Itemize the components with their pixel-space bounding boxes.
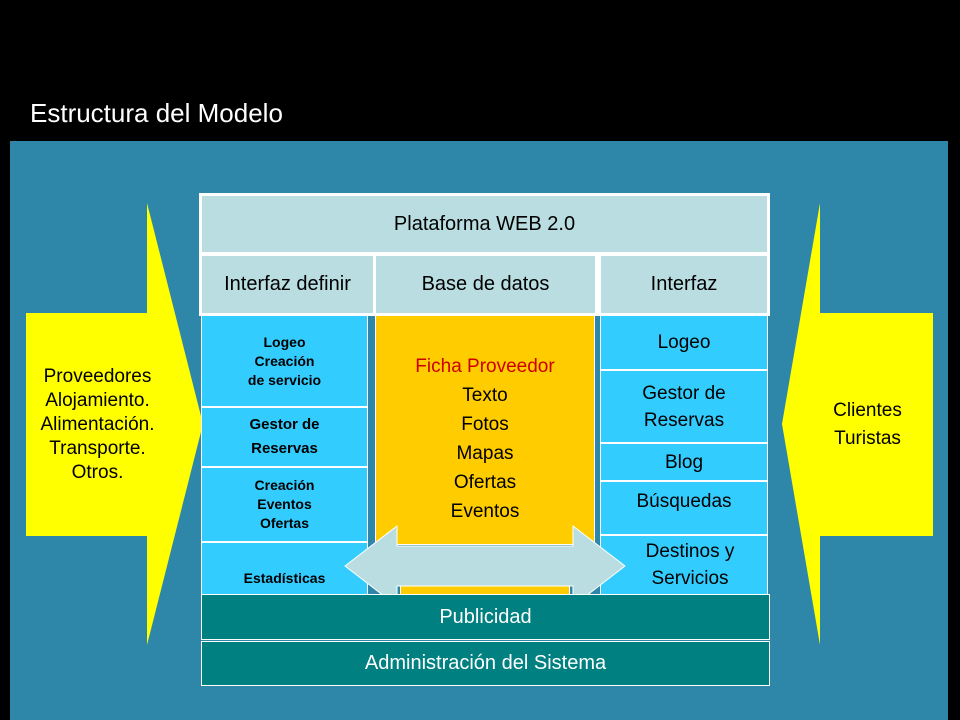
- left-arrow-line: Alojamiento.: [45, 389, 150, 411]
- right-cell-line: Logeo: [657, 332, 711, 353]
- right-cell-busquedas: Búsquedas: [600, 481, 768, 535]
- left-cell-line: Estadísticas: [243, 570, 326, 586]
- left-cell-estadisticas: Estadísticas: [201, 542, 368, 595]
- left-arrow-shape: [26, 203, 203, 645]
- left-cell-line: Reservas: [251, 440, 318, 457]
- page-title: Estructura del Modelo: [30, 98, 283, 128]
- ficha-item: Ofertas: [453, 472, 517, 493]
- ficha-item: Mapas: [456, 443, 514, 464]
- right-cell-destinos: Destinos y Servicios: [600, 535, 768, 595]
- left-cell-line: Creación: [254, 352, 315, 369]
- right-cell-line: Servicios: [651, 568, 729, 589]
- header-right: Interfaz: [598, 253, 770, 316]
- right-cell-gestor: Gestor de Reservas: [600, 370, 768, 443]
- double-arrow-icon: [344, 524, 626, 608]
- left-cell-line: Logeo: [263, 333, 306, 350]
- right-cell-line: Gestor de: [642, 382, 726, 404]
- left-arrow-line: Proveedores: [43, 365, 152, 387]
- right-cell-logeo: Logeo: [600, 315, 768, 370]
- right-cell-line: Blog: [664, 451, 704, 473]
- left-cell-line: Creación: [254, 477, 315, 493]
- ficha-proveedor-content: Ficha Proveedor Texto Fotos Mapas Oferta…: [375, 352, 595, 530]
- publicidad-bar: Publicidad: [201, 594, 770, 640]
- left-arrow-line: Otros.: [71, 461, 124, 483]
- right-cell-blog: Blog: [600, 443, 768, 481]
- right-cell-line: Destinos y: [645, 541, 735, 562]
- left-arrow-text: Proveedores Alojamiento. Alimentación. T…: [20, 352, 175, 497]
- right-cell-line: Búsquedas: [636, 491, 732, 512]
- left-cell-eventos: Creación Eventos Ofertas: [201, 467, 368, 542]
- left-cell-gestor: Gestor de Reservas: [201, 407, 368, 467]
- ficha-item: Texto: [462, 385, 508, 406]
- right-cell-line: Reservas: [643, 409, 725, 431]
- left-cell-line: de servicio: [247, 371, 322, 388]
- ficha-item: Fotos: [461, 414, 509, 435]
- left-cell-line: Eventos: [257, 496, 312, 512]
- left-cell-logeo: Logeo Creación de servicio: [201, 315, 368, 407]
- left-arrow-line: Transporte.: [49, 437, 146, 459]
- left-arrow-line: Alimentación.: [40, 413, 155, 435]
- admin-bar: Administración del Sistema: [201, 641, 770, 686]
- ficha-proveedor-box: [375, 315, 595, 545]
- left-cell-line: Ofertas: [259, 515, 310, 531]
- right-arrow-line: Clientes: [833, 400, 902, 421]
- header-center: Base de datos: [373, 253, 598, 316]
- right-arrow-shape: [782, 203, 933, 645]
- ficha-item: Eventos: [450, 501, 520, 522]
- left-cell-line: Gestor de: [249, 416, 320, 433]
- ficha-heading: Ficha Proveedor: [415, 356, 555, 377]
- right-arrow-text: Clientes Turistas: [800, 395, 935, 455]
- right-arrow-line: Turistas: [834, 428, 901, 449]
